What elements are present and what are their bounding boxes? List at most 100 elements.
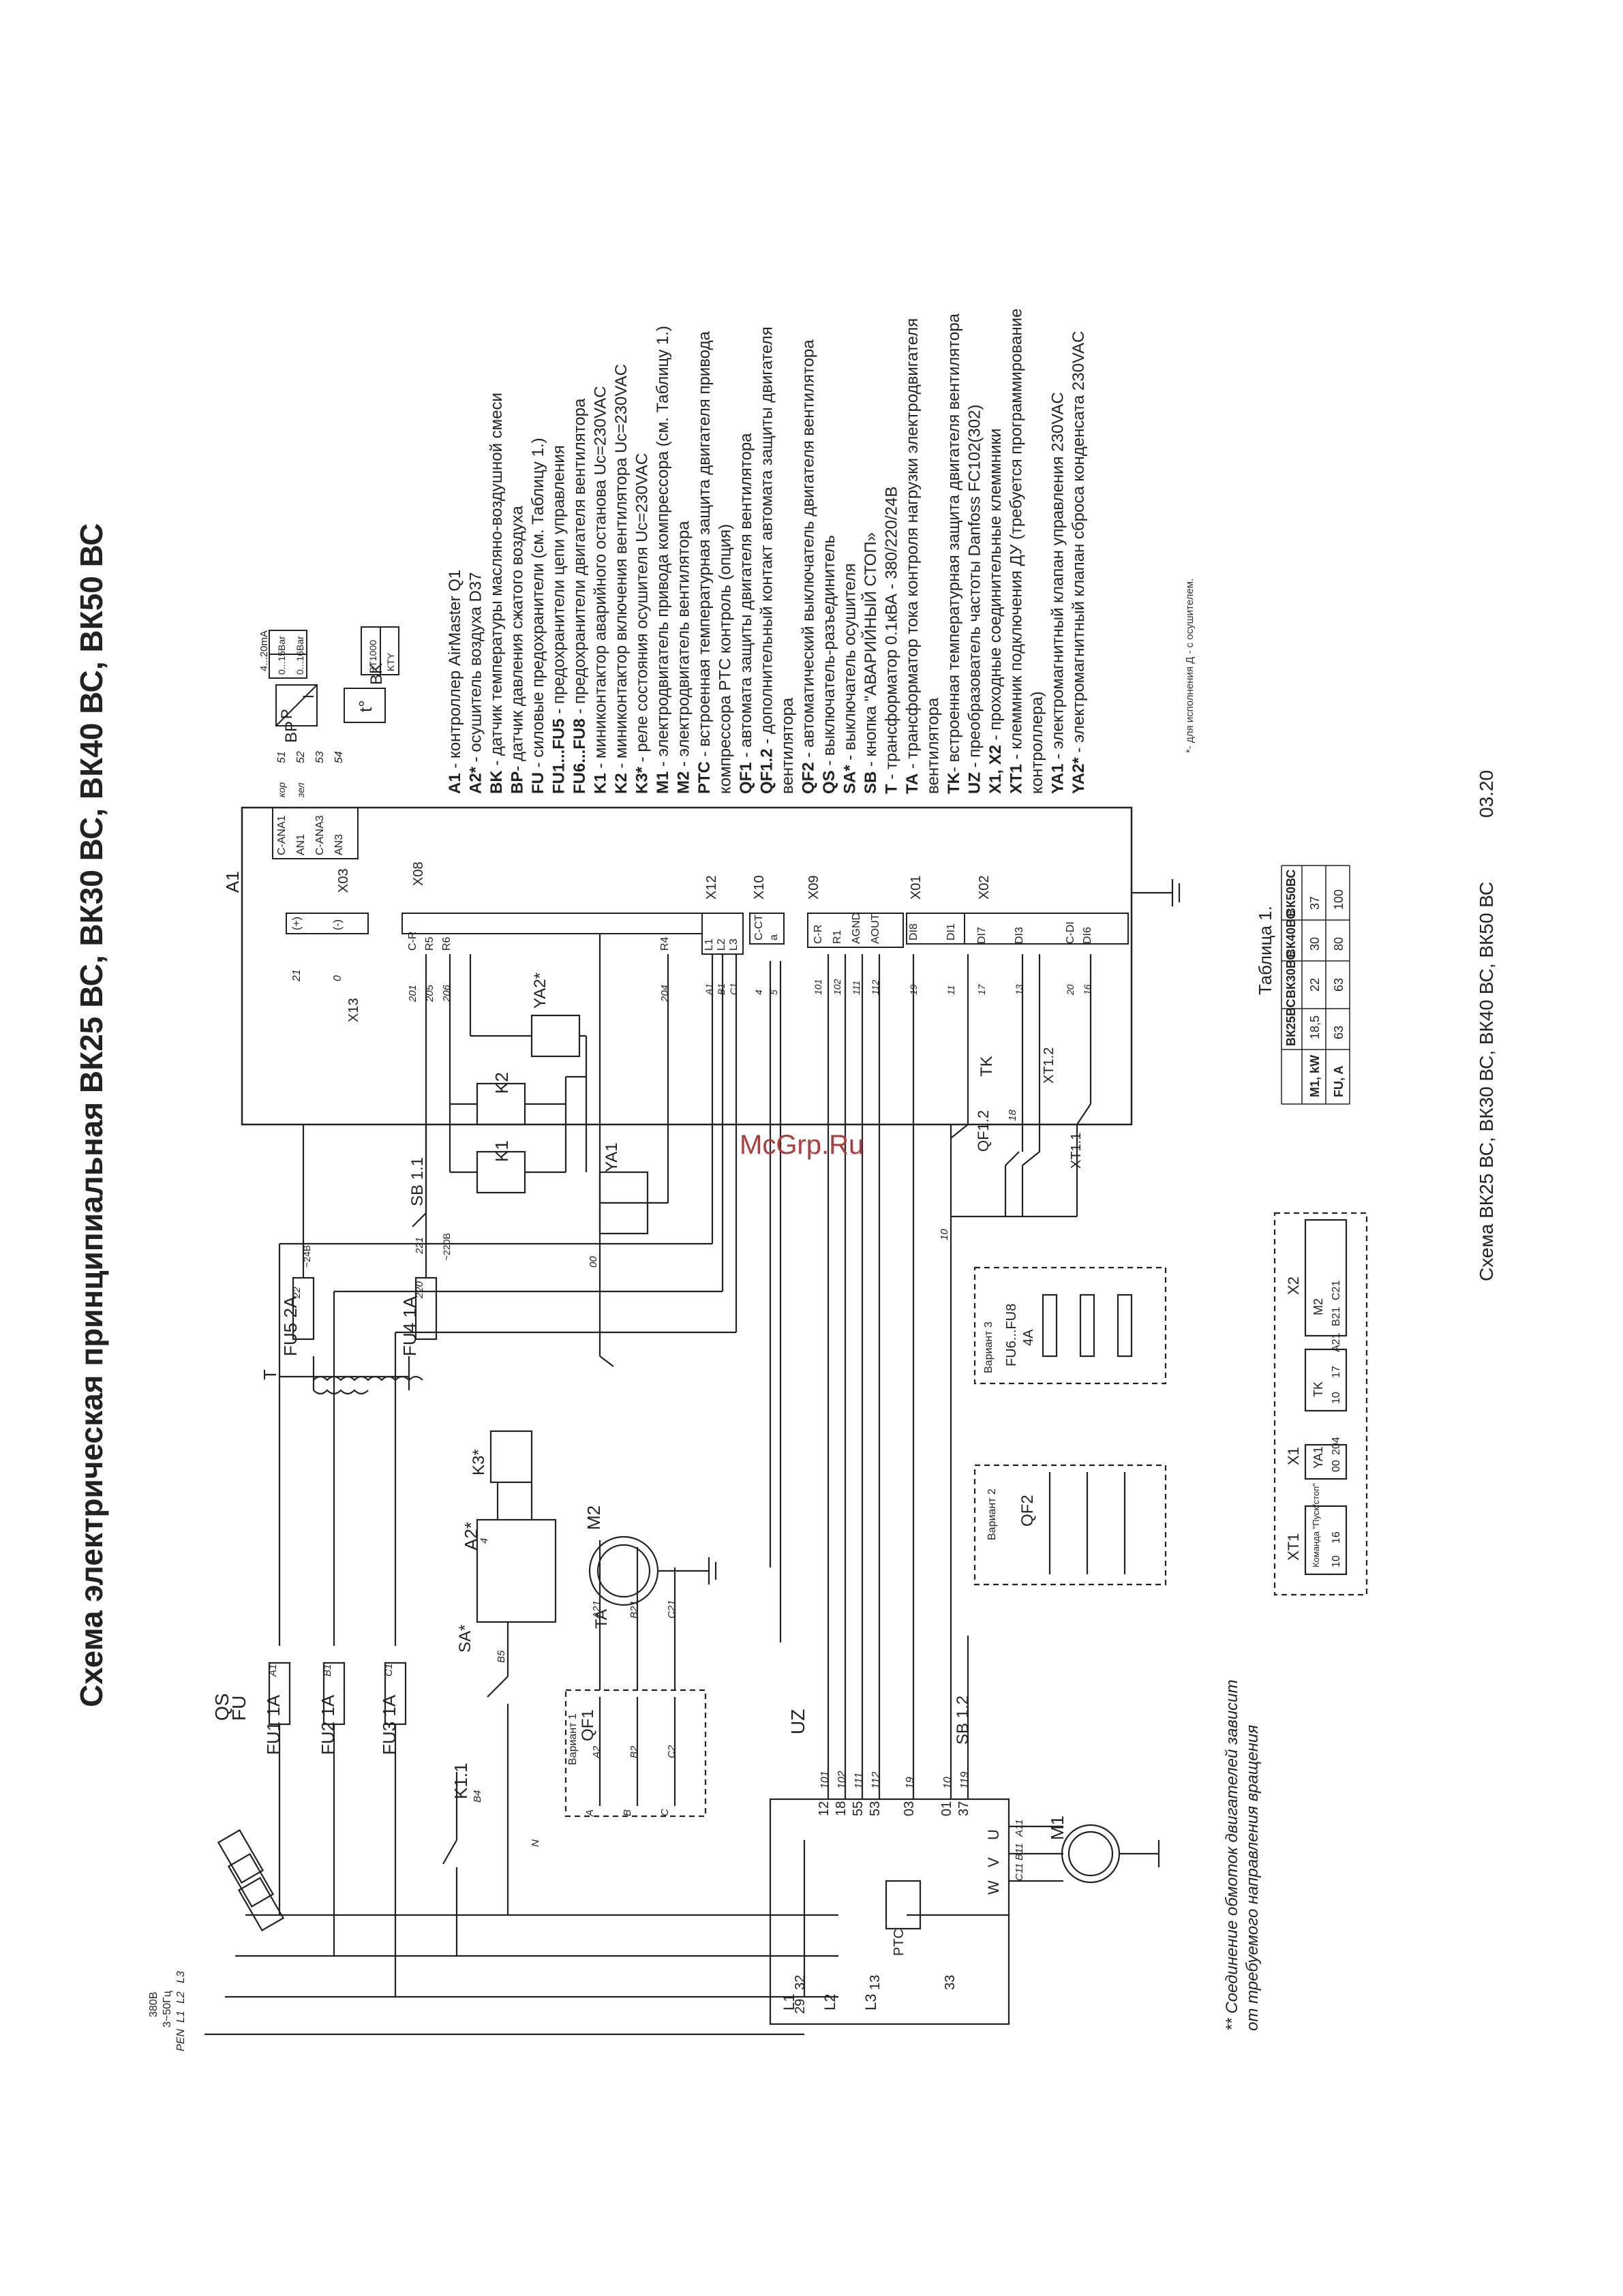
table-cell: 80 (1332, 937, 1346, 951)
fu5-label: FU5 2A (280, 1296, 301, 1356)
wire-label-b2: B2 (628, 1745, 640, 1758)
qf1-label: QF1 (579, 1709, 597, 1741)
legend-item: QS - выключатель-разъединитель (820, 535, 838, 794)
legend-item: M2 - электродвигатель вентилятора (675, 521, 693, 794)
x1-label: YA1 (1311, 1446, 1325, 1469)
variant1-label: Вариант 1 (567, 1713, 579, 1765)
footer-date: 03.20 (1476, 770, 1497, 818)
connector-x02 (964, 913, 1129, 945)
bp-range1: 0...15Bar (276, 636, 287, 675)
m1-label: M1 (1047, 1816, 1067, 1840)
table-cell: 22 (1308, 978, 1322, 992)
x12-pin: L3 (728, 938, 740, 951)
legend-item: контроллера) (1028, 691, 1046, 794)
phase-l1: L1 (175, 2010, 187, 2023)
wire-label-c2: C2 (666, 1745, 678, 1758)
ptc-label: PTC (892, 1929, 907, 1956)
xt1-title: XT1 (1285, 1533, 1302, 1561)
wire-label-c1: C1 (383, 1664, 395, 1677)
x08-wire: 205 (424, 984, 436, 1002)
connector-x10 (749, 913, 785, 945)
bp-range2: 0...16Bar (294, 636, 305, 675)
x02-wire: 20 (1065, 984, 1076, 996)
x03-pin: AN1 (295, 834, 307, 855)
x09-wire: 102 (832, 979, 843, 995)
x12-pin: L2 (716, 938, 727, 951)
ya2-label: YA2* (531, 973, 549, 1009)
table-cell: FU, A (1332, 1066, 1346, 1097)
k2-label: K2 (491, 1072, 512, 1094)
uz-right-wire: 111 (853, 1773, 865, 1789)
x02-pin: DI7 (976, 927, 988, 944)
x09-wire: 111 (851, 981, 862, 995)
x13-wire: 21 (291, 969, 303, 982)
wire-label-n221: 221 (414, 1237, 425, 1255)
x03-wire: 54 (333, 751, 345, 763)
table-cell: 37 (1308, 896, 1322, 910)
v220-label: ~220В (441, 1233, 452, 1261)
xt1-label: Команда "Пуск/стоп" (1311, 1483, 1321, 1567)
bp-symbol: P (278, 709, 295, 719)
uz-bottom-pin: U (985, 1829, 1002, 1840)
wire-label-c: C (659, 1809, 671, 1816)
legend-item: YA1 - электромагнитный клапан управления… (1049, 392, 1067, 794)
x1-pin: 00 (1331, 1460, 1342, 1472)
qs-label: QS (211, 1694, 232, 1721)
wire-label-n4: 4 (479, 1538, 490, 1544)
legend-item: X1, X2 - проходные соединительные клеммн… (986, 429, 1005, 794)
x1-pin: 204 (1331, 1437, 1342, 1455)
legend-item: M1 - электродвигатель привода компрессор… (654, 326, 672, 794)
legend-item: T - трансформатор 0.1кВА - 380/220/24В (883, 487, 901, 794)
uz-right-pin: 12 (817, 1801, 832, 1816)
legend-item: FU6...FU8 - предохранители двигателя вен… (571, 398, 589, 794)
x09-pin: AGND (851, 913, 862, 944)
x13-pin: (+) (291, 917, 303, 930)
uz-left-top-pin: 29 (793, 1999, 808, 2014)
k1-label: K1 (491, 1140, 512, 1162)
v24-label: ~24В (301, 1245, 312, 1268)
x09-wire: 101 (813, 979, 823, 995)
wire-label-c21: C21 (666, 1599, 678, 1619)
fu-label: FU (228, 1696, 249, 1721)
phase-l2: L2 (175, 1991, 187, 2004)
fu2-label: FU2 1A (318, 1694, 338, 1755)
wire-label-n220: 220 (414, 1281, 425, 1299)
wire-label-b21: B21 (628, 1600, 640, 1619)
supply-frequency: 3~50Гц (162, 1991, 173, 2027)
x08-pin: R5 (424, 936, 436, 951)
legend-item: SA* - выключатель осушителя (841, 564, 860, 794)
legend-item: BP- датчик давления сжатого воздуха (509, 506, 527, 794)
x03-pin: C-ANA1 (276, 815, 288, 855)
table-cell: 30 (1308, 937, 1322, 951)
connector-x10-label: X10 (752, 875, 767, 900)
table-cell: 100 (1332, 889, 1346, 910)
x12-pin: L1 (703, 938, 715, 951)
table-cell: 18,5 (1308, 1015, 1322, 1039)
variant3-label: Вариант 3 (983, 1321, 995, 1373)
connector-x09-label: X09 (806, 875, 821, 900)
wire-label-n18: 18 (1007, 1109, 1018, 1121)
uz-right-wire: 101 (819, 1771, 831, 1789)
tk-label: TK (977, 1056, 996, 1077)
table-cell: 63 (1332, 1026, 1346, 1039)
legend-item: K1 - миниконтактор аварийного останова U… (592, 386, 610, 794)
phase-l3: L3 (175, 1971, 187, 1983)
wire-label-a21: A21 (591, 1600, 603, 1619)
fu68-label: FU6...FU8 (1004, 1304, 1019, 1366)
watermark: McGrp.Ru (740, 1130, 864, 1160)
x03-wire: 53 (314, 751, 326, 763)
qf12-label: QF1.2 (975, 1110, 992, 1152)
table-header: ВК50ВС (1284, 870, 1298, 917)
x1-title: X1 (1285, 1447, 1302, 1465)
wire-label-a2: A2 (591, 1745, 603, 1759)
fu3-label: FU3 1A (379, 1694, 399, 1755)
x03-pin: C-ANA3 (314, 815, 326, 855)
uz-top-pin: L3 (862, 1994, 879, 2010)
x12-wire: B1 (716, 983, 727, 995)
x02-pin: DI6 (1082, 927, 1093, 944)
uz-right-pin: 01 (939, 1801, 954, 1816)
x2-pin: A21 (1331, 1332, 1342, 1352)
connector-x08-label: X08 (411, 861, 426, 886)
x2-group: TK (1311, 1381, 1325, 1397)
